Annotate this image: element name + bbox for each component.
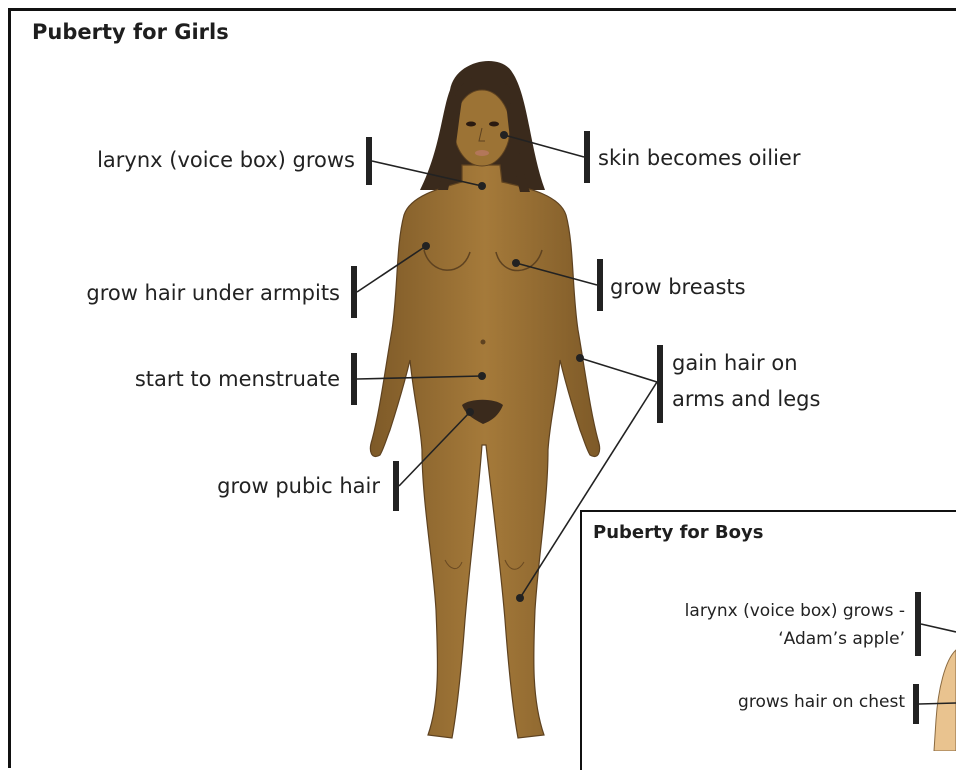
bar-skin <box>584 131 590 183</box>
diagram-frame: Puberty for Girls <box>0 0 956 751</box>
boys-title: Puberty for Boys <box>593 522 763 543</box>
label-arms-legs-line1: gain hair on <box>672 348 798 378</box>
boys-label-larynx-line1: larynx (voice box) grows - <box>600 597 905 625</box>
label-breasts: grow breasts <box>610 272 746 302</box>
eye-left <box>466 122 476 127</box>
bar-breasts <box>597 259 603 311</box>
label-arms-legs-line2: arms and legs <box>672 384 820 414</box>
label-menstruate: start to menstruate <box>60 364 340 394</box>
bar-armpits <box>351 266 357 318</box>
bar-pubic <box>393 461 399 511</box>
label-armpits: grow hair under armpits <box>25 278 340 308</box>
navel <box>481 340 486 345</box>
eye-right <box>489 122 499 127</box>
boys-label-chest: grows hair on chest <box>600 688 905 716</box>
label-pubic: grow pubic hair <box>150 471 380 501</box>
line-arms <box>580 358 657 382</box>
boys-label-larynx-line2: ‘Adam’s apple’ <box>600 625 905 653</box>
bar-larynx <box>366 137 372 185</box>
bar-arms-legs <box>657 345 663 423</box>
bar-menstruate <box>351 353 357 405</box>
mouth <box>475 150 489 156</box>
body-silhouette <box>370 165 599 738</box>
label-larynx: larynx (voice box) grows <box>50 145 355 175</box>
label-skin: skin becomes oilier <box>598 143 800 173</box>
